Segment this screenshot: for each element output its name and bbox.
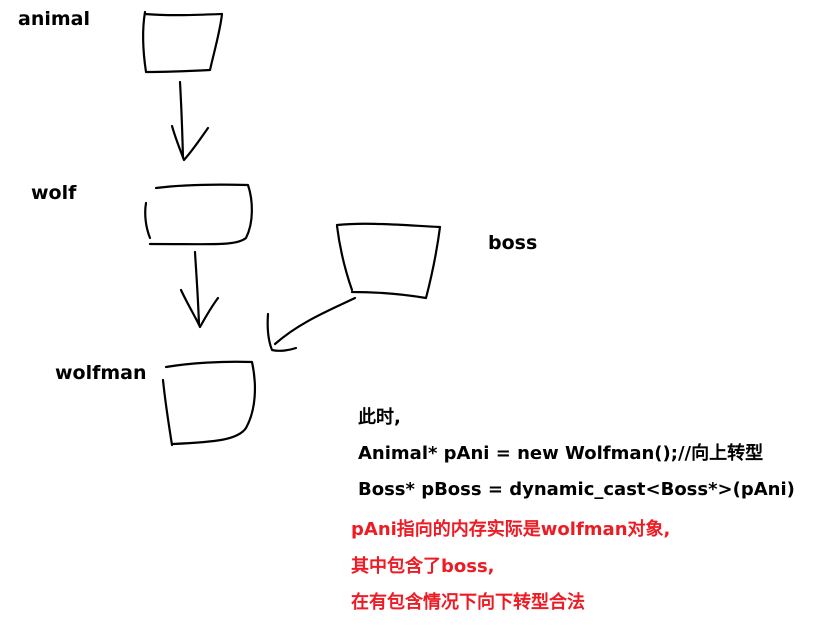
note-line-2: Animal* pAni = new Wolfman();//向上转型 bbox=[358, 443, 764, 464]
node-label-boss: boss bbox=[488, 232, 538, 254]
arrow-animal-to-wolf bbox=[170, 80, 210, 162]
node-label-wolf: wolf bbox=[31, 182, 77, 204]
note-red-line-3: 在有包含情况下向下转型合法 bbox=[351, 592, 585, 613]
node-label-wolfman: wolfman bbox=[55, 362, 147, 384]
note-line-3: Boss* pBoss = dynamic_cast<Boss*>(pAni) bbox=[358, 479, 795, 500]
arrow-boss-to-wolfman bbox=[266, 296, 357, 352]
note-red-line-2: 其中包含了boss, bbox=[351, 556, 495, 577]
wolfman-box bbox=[161, 360, 256, 447]
note-red-line-1: pAni指向的内存实际是wolfman对象, bbox=[351, 519, 671, 540]
wolf-box bbox=[144, 183, 253, 246]
animal-box bbox=[142, 10, 224, 74]
boss-box bbox=[335, 222, 442, 300]
note-line-1: 此时, bbox=[358, 407, 401, 428]
node-label-animal: animal bbox=[18, 8, 90, 30]
arrow-wolf-to-wolfman bbox=[179, 250, 220, 329]
